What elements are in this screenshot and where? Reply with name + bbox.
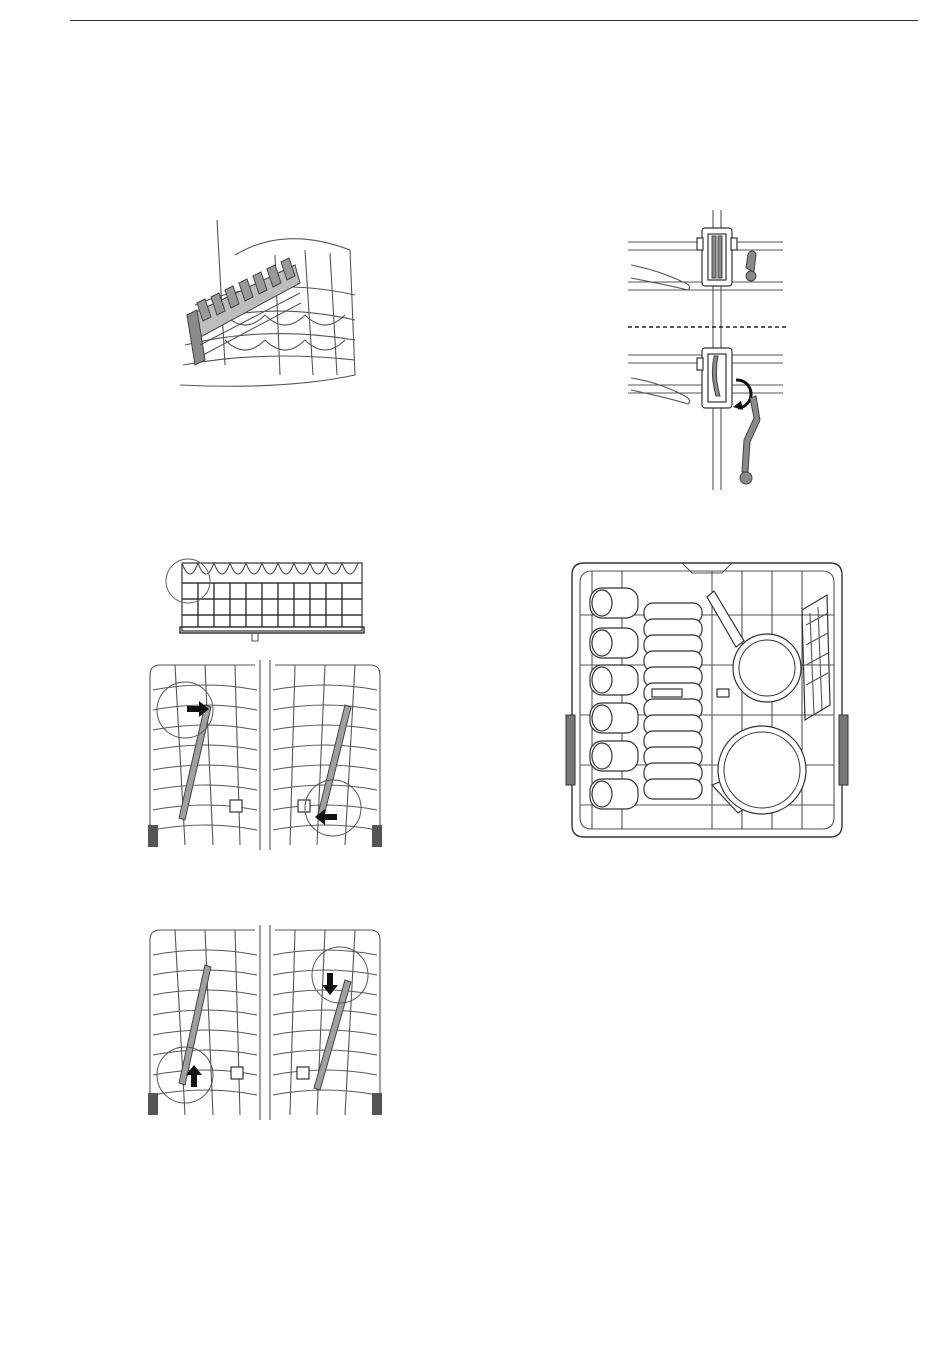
- tine-clip-illustration: [628, 210, 790, 490]
- folding-shelf-illustration: [160, 555, 370, 645]
- rack-shelf-illustration: [165, 215, 365, 390]
- cup-stack: [590, 588, 638, 809]
- loaded-rack-illustration: [562, 555, 852, 845]
- rack-top-view-illustration: [145, 660, 385, 850]
- rack-top-view-illustration-2: [145, 925, 385, 1120]
- header-rule: [70, 20, 918, 21]
